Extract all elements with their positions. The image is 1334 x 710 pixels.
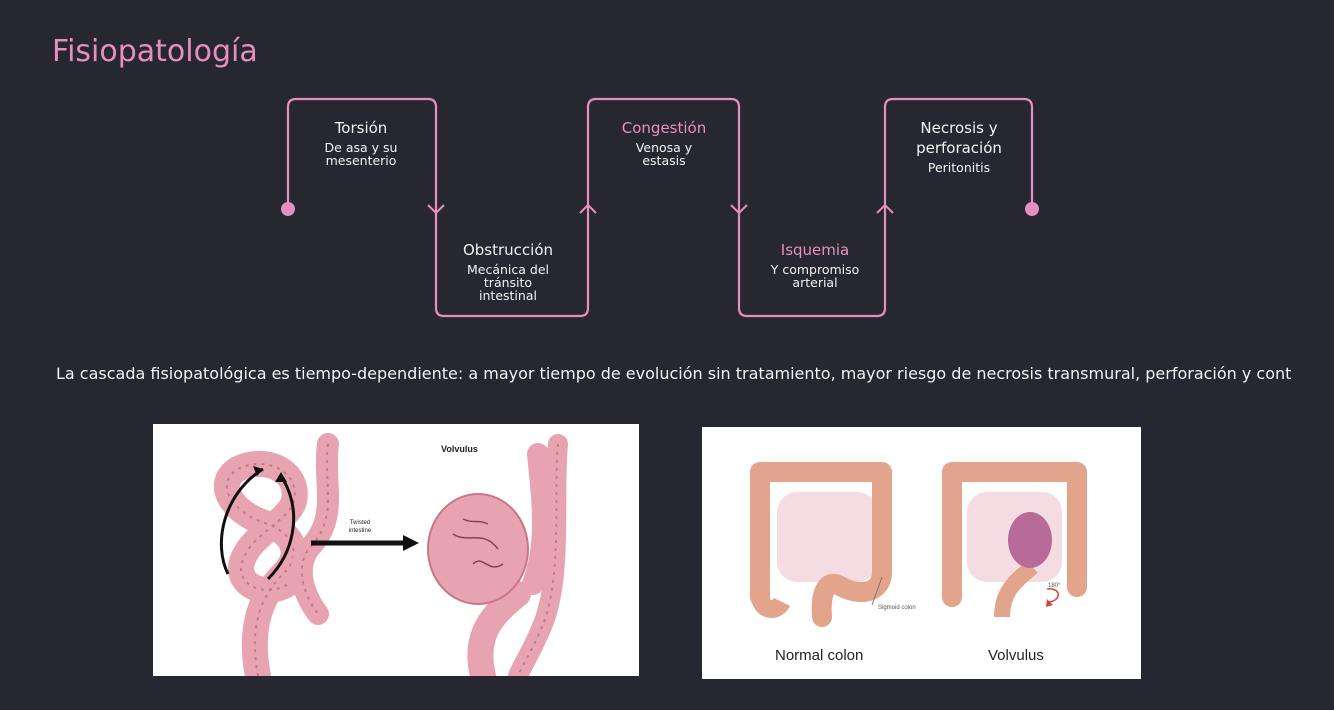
step-subtitle: Peritonitis [884, 161, 1034, 174]
normal-colon-label: Normal colon [775, 647, 863, 664]
sigmoid-callout: Sigmoid colon [878, 605, 916, 611]
step-isquemia: Isquemia Y compromiso arterial [740, 240, 890, 289]
flow-end-dot [1025, 202, 1039, 216]
step-title: Isquemia [740, 240, 890, 260]
colon-comparison-figure: Sigmoid colon 180° Normal colon Volvulus [702, 427, 1141, 679]
volvulus-label: Volvulus [988, 647, 1044, 664]
step-necrosis: Necrosis y perforación Peritonitis [884, 118, 1034, 174]
step-congestion: Congestión Venosa y estasis [589, 118, 739, 167]
step-obstruccion: Obstrucción Mecánica del tránsito intest… [433, 240, 583, 302]
distended-loop [428, 494, 528, 604]
flow-start-dot [281, 202, 295, 216]
volvulus-twist-figure: Volvulus Twisted intestine [153, 424, 639, 676]
figure-title: Volvulus [441, 444, 478, 454]
step-title: Necrosis y perforación [884, 118, 1034, 158]
step-subtitle: Y compromiso arterial [740, 263, 890, 289]
step-torsion: Torsión De asa y su mesenterio [286, 118, 436, 167]
step-subtitle: Mecánica del tránsito intestinal [433, 263, 583, 302]
colon-illustration [702, 427, 1141, 679]
step-title: Congestión [589, 118, 739, 138]
process-flow-line [0, 0, 1334, 340]
step-subtitle: De asa y su mesenterio [286, 141, 436, 167]
step-title: Torsión [286, 118, 436, 138]
step-subtitle: Venosa y estasis [589, 141, 739, 167]
intestine-illustration [153, 424, 639, 676]
volvulus-loop [1008, 512, 1052, 568]
arrow-label: Twisted intestine [339, 519, 381, 535]
rotation-angle: 180° [1048, 583, 1060, 589]
step-title: Obstrucción [433, 240, 583, 260]
description-paragraph: La cascada fisiopatológica es tiempo-dep… [56, 364, 1291, 383]
